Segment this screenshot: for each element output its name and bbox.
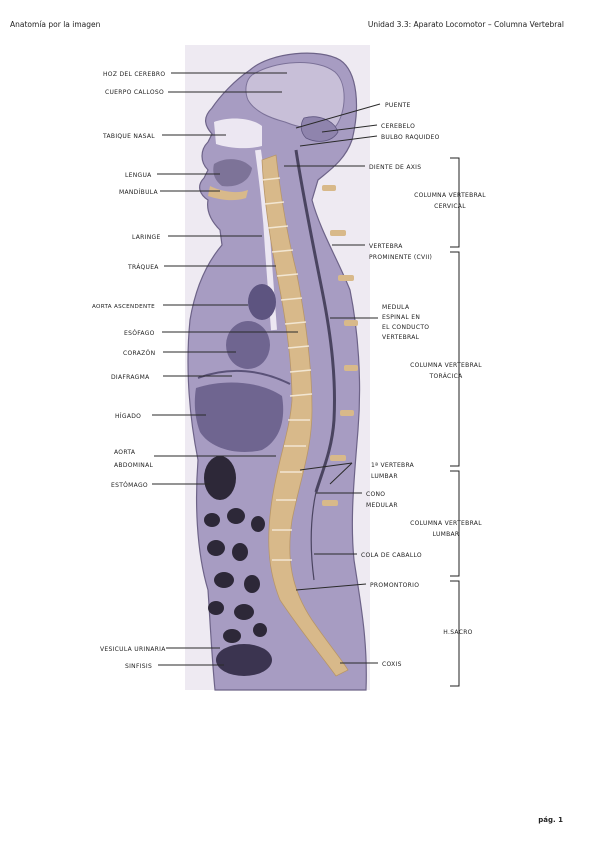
- leader-puente: [295, 103, 381, 129]
- bracket-cervical: [450, 157, 460, 248]
- label-medula-1: MEDULA: [382, 304, 410, 311]
- bracket-sacro: [450, 580, 460, 687]
- label-laringe: LARINGE: [132, 234, 161, 241]
- label-tabique-nasal: TABIQUE NASAL: [102, 133, 155, 140]
- vertebral-column: [261, 154, 349, 677]
- label-primera-vertebra-lumbar-2: LUMBAR: [371, 473, 398, 480]
- label-primera-vertebra-lumbar-1: 1ª VERTEBRA: [371, 462, 415, 469]
- header-title-right: Unidad 3.3: Aparato Locomotor – Columna …: [367, 20, 564, 29]
- label-estomago: ESTÓMAGO: [111, 482, 148, 489]
- label-diente-de-axis: DIENTE DE AXIS: [369, 164, 421, 171]
- leader-cerebelo: [321, 124, 378, 133]
- label-medula-3: EL CONDUCTO: [382, 324, 429, 331]
- spinal-cord: [294, 149, 336, 493]
- label-esofago: ESÓFAGO: [124, 330, 155, 337]
- bracket-toracica: [450, 251, 460, 467]
- region-cervical-1: COLUMNA VERTEBRAL: [414, 192, 486, 199]
- region-cervical-2: CERVICAL: [434, 203, 466, 210]
- diaphragm: [197, 369, 291, 385]
- label-higado: HÍGADO: [115, 413, 141, 420]
- label-vesicula-urinaria: VESICULA URINARIA: [100, 646, 166, 653]
- label-cola-de-caballo: COLA DE CABALLO: [361, 552, 422, 559]
- region-lumbar-2: LUMBAR: [433, 531, 460, 538]
- label-cono-medular-2: MEDULAR: [366, 502, 398, 509]
- label-hoz-del-cerebro: HOZ DEL CEREBRO: [103, 71, 165, 78]
- label-sinfisis: SINFISIS: [125, 663, 152, 670]
- label-promontorio: PROMONTORIO: [370, 582, 419, 589]
- tongue: [213, 159, 252, 187]
- mandible: [208, 186, 248, 201]
- stomach: [204, 456, 236, 500]
- bracket-lumbar: [450, 470, 460, 577]
- label-corazon: CORAZÓN: [123, 350, 155, 357]
- region-toracica-2: TORÁCICA: [429, 373, 464, 380]
- heart: [226, 321, 270, 369]
- label-diafragma: DIAFRAGMA: [111, 374, 150, 381]
- bladder: [216, 644, 272, 676]
- header-title-left: Anatomía por la imagen: [10, 20, 101, 29]
- leader-promontorio: [295, 583, 367, 591]
- page-number: pág. 1: [538, 816, 563, 824]
- nasal-cavity: [214, 118, 262, 149]
- label-lengua: LENGUA: [125, 172, 152, 179]
- intestines: [204, 508, 267, 643]
- cerebellum: [300, 116, 339, 142]
- aorta-arch: [248, 284, 276, 320]
- region-lumbar-1: COLUMNA VERTEBRAL: [410, 520, 482, 527]
- label-aorta-abdominal-1: AORTA: [114, 449, 136, 456]
- label-aorta-ascendente: AORTA ASCENDENTE: [92, 304, 155, 310]
- liver: [194, 382, 284, 452]
- label-medula-2: ESPINAL EN: [382, 314, 420, 321]
- label-cono-medular-1: CONO: [366, 491, 385, 498]
- leader-bulbo-raquideo: [299, 135, 378, 147]
- label-cuerpo-calloso: CUERPO CALLOSO: [105, 89, 164, 96]
- leader-primera-vertebra-lumbar-b: [329, 462, 353, 485]
- label-bulbo-raquideo: BULBO RAQUIDEO: [381, 134, 440, 141]
- label-aorta-abdominal-2: ABDOMINAL: [114, 462, 154, 469]
- cauda-equina: [310, 491, 317, 581]
- label-vertebra-prominente-2: PROMINENTE (CVII): [369, 254, 432, 261]
- label-traquea: TRÁQUEA: [127, 264, 159, 271]
- body-silhouette: [187, 52, 367, 691]
- label-medula-4: VERTEBRAL: [382, 334, 420, 341]
- intervertebral-discs: [261, 177, 313, 561]
- spinous-processes: [322, 185, 358, 506]
- leader-primera-vertebra-lumbar-a: [299, 462, 353, 471]
- region-sacro: H.SACRO: [443, 629, 472, 636]
- label-vertebra-prominente-1: VERTEBRA: [369, 243, 403, 250]
- label-coxis: COXIS: [382, 661, 402, 668]
- label-cerebelo: CEREBELO: [381, 123, 415, 130]
- label-puente: PUENTE: [385, 102, 411, 109]
- region-toracica-1: COLUMNA VERTEBRAL: [410, 362, 482, 369]
- label-mandibula: MANDÍBULA: [119, 189, 159, 196]
